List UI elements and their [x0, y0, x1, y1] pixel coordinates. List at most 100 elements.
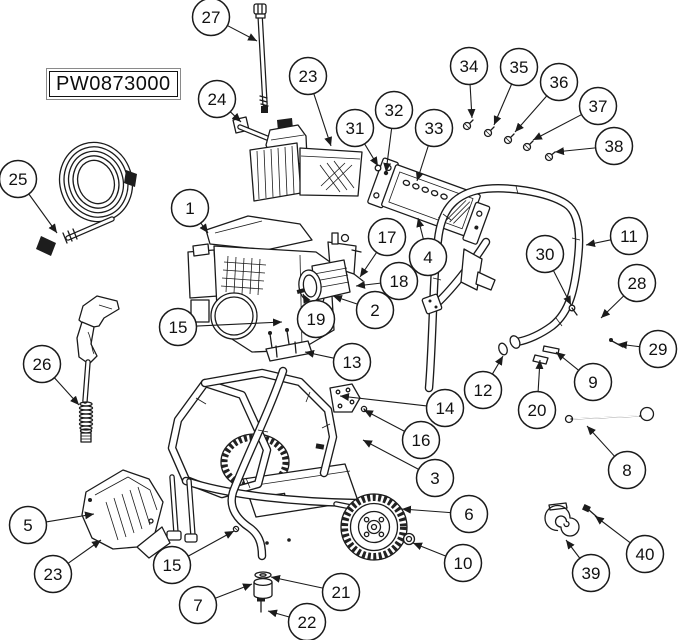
leader-line	[586, 425, 615, 457]
callout-balloon[interactable]	[443, 543, 483, 583]
callout-balloon[interactable]	[607, 450, 647, 490]
callout-1[interactable]: 1	[170, 188, 210, 234]
callout-38[interactable]: 38	[554, 126, 634, 166]
callout-balloon[interactable]	[178, 585, 218, 625]
callout-balloon[interactable]	[573, 362, 613, 402]
callout-balloon[interactable]	[449, 494, 489, 534]
callout-20[interactable]: 20	[517, 359, 557, 430]
panel-bolt	[374, 164, 382, 172]
callout-balloon[interactable]	[0, 159, 38, 199]
callout-27[interactable]: 27	[191, 0, 258, 42]
callout-balloon[interactable]	[33, 554, 73, 594]
callout-number: 20	[528, 401, 547, 420]
callout-9[interactable]: 9	[555, 351, 613, 402]
callout-number: 13	[343, 353, 362, 372]
callout-36[interactable]: 36	[514, 62, 579, 133]
callout-balloon[interactable]	[152, 545, 192, 585]
callout-39[interactable]: 39	[565, 539, 611, 593]
callout-balloon[interactable]	[379, 261, 419, 301]
callout-balloon[interactable]	[191, 0, 231, 37]
callout-balloon[interactable]	[288, 56, 328, 96]
callout-30[interactable]: 30	[525, 234, 572, 306]
callout-15[interactable]: 15	[152, 530, 235, 585]
callout-balloon[interactable]	[321, 572, 361, 612]
callout-6[interactable]: 6	[401, 494, 489, 534]
callout-balloon[interactable]	[170, 188, 210, 228]
callout-34[interactable]: 34	[449, 46, 489, 119]
callout-28[interactable]: 28	[600, 263, 657, 319]
leader-line	[363, 409, 405, 432]
callout-balloon[interactable]	[617, 263, 657, 303]
callout-7[interactable]: 7	[178, 583, 253, 625]
callout-23[interactable]: 23	[288, 56, 332, 147]
callout-29[interactable]: 29	[617, 329, 678, 369]
callout-balloon[interactable]	[594, 126, 634, 166]
callout-16[interactable]: 16	[363, 409, 441, 460]
callout-balloon[interactable]	[499, 47, 539, 87]
callout-23[interactable]: 23	[33, 539, 102, 594]
callout-balloon[interactable]	[638, 329, 678, 369]
nozzle-holder	[81, 469, 171, 559]
callout-balloon[interactable]	[525, 234, 565, 274]
callout-18[interactable]: 18	[355, 261, 419, 301]
callout-balloon[interactable]	[401, 420, 441, 460]
callout-balloon[interactable]	[367, 217, 407, 257]
callout-40[interactable]: 40	[594, 515, 665, 574]
callout-balloon[interactable]	[374, 90, 414, 130]
callout-balloon[interactable]	[296, 299, 336, 339]
callout-balloon[interactable]	[8, 505, 48, 545]
callout-balloon[interactable]	[335, 108, 375, 148]
handle-end-cap	[509, 335, 521, 349]
callout-balloon[interactable]	[571, 553, 611, 593]
callout-25[interactable]: 25	[0, 159, 58, 234]
callout-14[interactable]: 14	[339, 388, 465, 428]
leader-line	[67, 539, 102, 564]
callout-37[interactable]: 37	[532, 86, 618, 141]
callout-19[interactable]: 19	[296, 293, 336, 339]
callout-5[interactable]: 5	[8, 505, 95, 545]
callout-13[interactable]: 13	[304, 342, 372, 382]
callout-22[interactable]: 22	[267, 602, 327, 640]
callout-10[interactable]: 10	[412, 542, 483, 583]
callout-balloon[interactable]	[449, 46, 489, 86]
screw-37	[522, 140, 534, 152]
callout-balloon[interactable]	[408, 237, 448, 277]
callout-17[interactable]: 17	[359, 217, 407, 278]
callout-balloon[interactable]	[578, 86, 618, 126]
callout-number: 25	[9, 170, 28, 189]
callout-8[interactable]: 8	[586, 425, 647, 490]
callout-balloon[interactable]	[463, 370, 503, 410]
callout-35[interactable]: 35	[493, 47, 539, 126]
callout-31[interactable]: 31	[335, 108, 379, 167]
callout-number: 17	[378, 228, 397, 247]
callout-2[interactable]: 2	[332, 290, 395, 330]
callout-24[interactable]: 24	[197, 79, 242, 123]
callout-33[interactable]: 33	[414, 108, 454, 182]
inner-wheel	[220, 433, 290, 491]
callout-32[interactable]: 32	[374, 90, 414, 173]
callout-balloon[interactable]	[287, 602, 327, 640]
callout-balloon[interactable]	[415, 458, 455, 498]
callout-11[interactable]: 11	[585, 216, 649, 256]
leader-line	[555, 351, 579, 371]
callout-balloon[interactable]	[332, 342, 372, 382]
callout-balloon[interactable]	[414, 108, 454, 148]
callout-15[interactable]: 15	[158, 307, 283, 347]
callout-3[interactable]: 3	[362, 439, 455, 498]
callout-balloon[interactable]	[625, 534, 665, 574]
callout-balloon[interactable]	[425, 388, 465, 428]
callout-12[interactable]: 12	[463, 355, 504, 410]
callout-balloon[interactable]	[355, 290, 395, 330]
callout-balloon[interactable]	[539, 62, 579, 102]
callout-number: 15	[163, 556, 182, 575]
callout-number: 19	[307, 310, 326, 329]
callout-4[interactable]: 4	[408, 217, 448, 277]
callout-balloon[interactable]	[197, 79, 237, 119]
callout-balloon[interactable]	[609, 216, 649, 256]
callout-balloon[interactable]	[22, 344, 62, 384]
callout-balloon[interactable]	[517, 390, 557, 430]
callout-21[interactable]: 21	[270, 572, 361, 612]
callout-balloon[interactable]	[158, 307, 198, 347]
callout-26[interactable]: 26	[22, 344, 80, 406]
